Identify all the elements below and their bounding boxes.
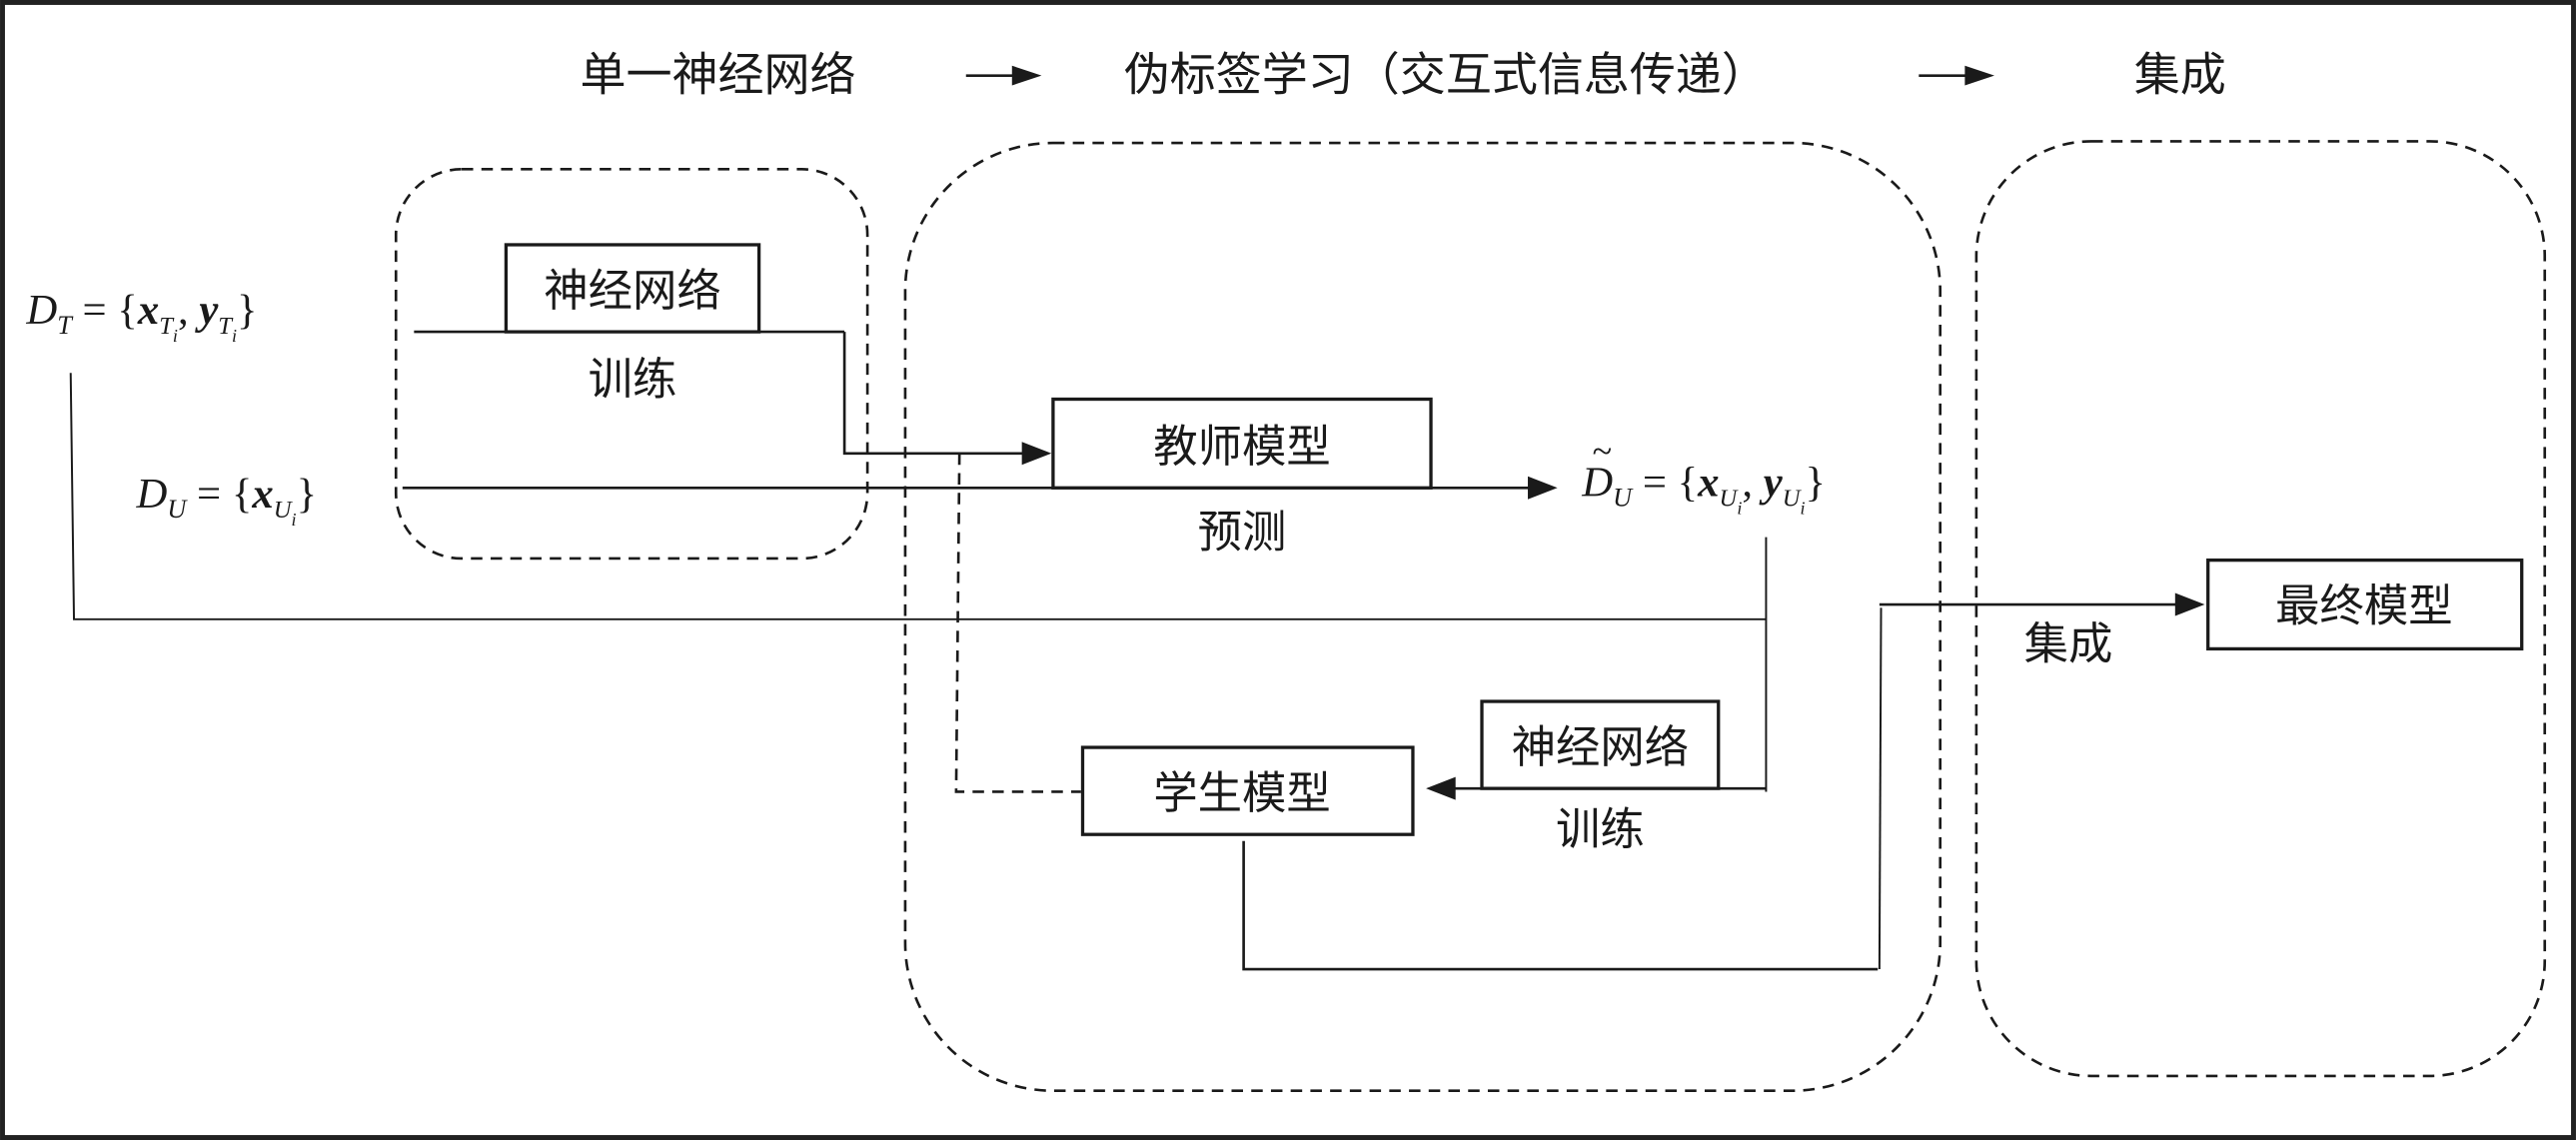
connector-nn1-to-teacher xyxy=(842,332,1025,456)
label-train-2: 训练 xyxy=(1556,804,1645,855)
region-single-nn xyxy=(394,168,869,561)
stage-title-ensemble: 集成 xyxy=(2134,47,2226,101)
stage-arrow-2 xyxy=(1919,65,1994,86)
dataset-dt: DT = {xTi, yTi} xyxy=(25,287,257,346)
box-teacher-model xyxy=(1051,397,1433,490)
svg-text:~: ~ xyxy=(1592,432,1612,472)
box-student-model xyxy=(1080,745,1415,836)
dataset-du: DU = {xUi} xyxy=(135,471,317,530)
box-neural-network-2 xyxy=(1480,699,1721,790)
box-final-model xyxy=(2206,558,2524,651)
box-teacher-model-label: 教师模型 xyxy=(1153,422,1331,473)
arrowhead-to-teacher xyxy=(1021,442,1052,466)
box-final-model-label: 最终模型 xyxy=(2275,580,2453,631)
box-student-model-label: 学生模型 xyxy=(1153,768,1331,819)
region-ensemble xyxy=(1974,140,2547,1078)
connector-ensemble-vertical xyxy=(1878,607,1883,970)
connector-student-feedback xyxy=(954,453,1081,793)
arrowhead-to-student xyxy=(1426,776,1456,800)
label-ensemble: 集成 xyxy=(2024,618,2113,669)
region-pseudo-label xyxy=(903,141,1942,1092)
arrowhead-to-final xyxy=(2174,592,2205,616)
dataset-du-tilde: ~ DU = {xUi, yUi} xyxy=(1581,432,1826,519)
label-train-1: 训练 xyxy=(589,355,677,406)
box-neural-network-1-label: 神经网络 xyxy=(544,266,721,317)
stage-arrow-1 xyxy=(965,65,1042,86)
connector-student-to-ensemble xyxy=(1242,840,1879,971)
stage-title-pseudo-label: 伪标签学习（交互式信息传递） xyxy=(1124,47,1768,101)
svg-text:DU = {xUi, yUi}: DU = {xUi, yUi} xyxy=(1581,460,1826,519)
arrowhead-to-du-tilde xyxy=(1528,476,1558,500)
connector-dt-to-merge xyxy=(69,373,1767,620)
label-predict: 预测 xyxy=(1198,507,1287,558)
box-neural-network-1 xyxy=(504,243,761,334)
box-neural-network-2-label: 神经网络 xyxy=(1512,722,1690,773)
stage-title-single-nn: 单一神经网络 xyxy=(580,47,855,101)
